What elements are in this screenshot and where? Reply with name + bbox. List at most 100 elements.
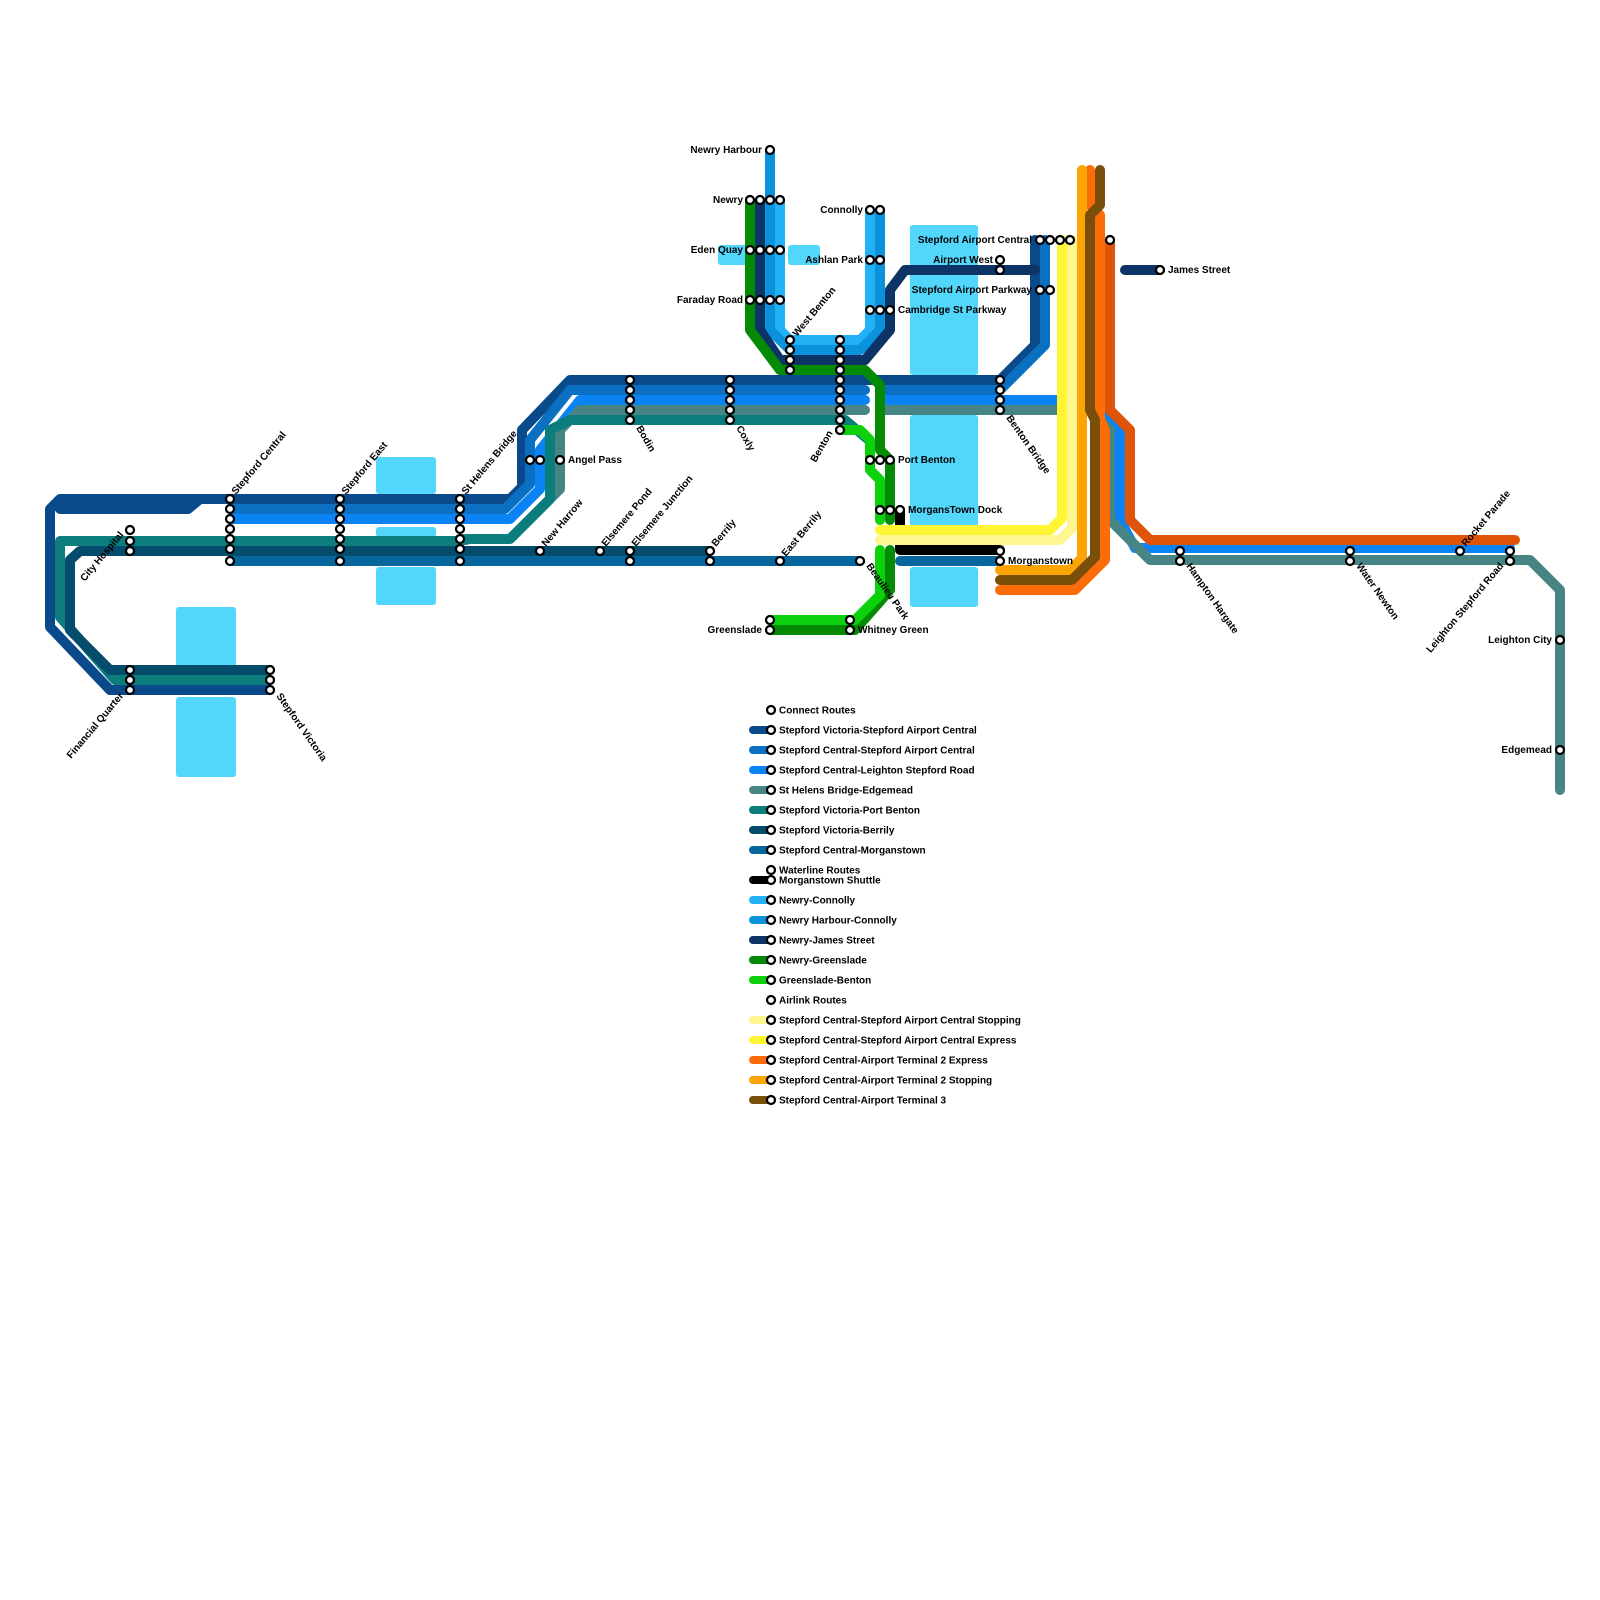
station-marker[interactable] [996,406,1004,414]
station-marker[interactable] [836,416,844,424]
station-marker[interactable] [996,557,1004,565]
station-marker[interactable] [726,416,734,424]
station-marker[interactable] [886,306,894,314]
station-marker[interactable] [786,366,794,374]
station-marker[interactable] [626,406,634,414]
station-marker[interactable] [626,557,634,565]
station-marker[interactable] [836,396,844,404]
station-marker[interactable] [126,676,134,684]
station-marker[interactable] [706,547,714,555]
station-marker[interactable] [226,525,234,533]
station-marker[interactable] [336,505,344,513]
station-marker[interactable] [756,246,764,254]
station-marker[interactable] [766,296,774,304]
station-marker[interactable] [996,266,1004,274]
station-marker[interactable] [126,537,134,545]
station-marker[interactable] [896,506,904,514]
station-marker[interactable] [786,336,794,344]
station-marker[interactable] [626,376,634,384]
station-marker[interactable] [776,196,784,204]
station-marker[interactable] [886,456,894,464]
station-marker[interactable] [336,515,344,523]
station-marker[interactable] [126,547,134,555]
station-marker[interactable] [456,505,464,513]
station-marker[interactable] [1556,746,1564,754]
station-marker[interactable] [856,557,864,565]
station-marker[interactable] [556,456,564,464]
station-marker[interactable] [996,386,1004,394]
station-marker[interactable] [726,376,734,384]
station-marker[interactable] [876,456,884,464]
station-marker[interactable] [866,256,874,264]
station-marker[interactable] [226,515,234,523]
station-marker[interactable] [876,256,884,264]
station-marker[interactable] [706,557,714,565]
station-marker[interactable] [836,406,844,414]
station-marker[interactable] [876,506,884,514]
station-marker[interactable] [786,346,794,354]
station-marker[interactable] [786,356,794,364]
station-marker[interactable] [1046,286,1054,294]
station-marker[interactable] [866,206,874,214]
station-marker[interactable] [1506,557,1514,565]
station-marker[interactable] [226,535,234,543]
station-marker[interactable] [1346,557,1354,565]
station-marker[interactable] [536,456,544,464]
station-marker[interactable] [756,296,764,304]
station-marker[interactable] [776,296,784,304]
station-marker[interactable] [726,386,734,394]
station-marker[interactable] [876,206,884,214]
station-marker[interactable] [1066,236,1074,244]
station-marker[interactable] [336,535,344,543]
station-marker[interactable] [626,386,634,394]
station-marker[interactable] [456,515,464,523]
station-marker[interactable] [626,396,634,404]
station-marker[interactable] [1556,636,1564,644]
station-marker[interactable] [846,626,854,634]
station-marker[interactable] [836,336,844,344]
station-marker[interactable] [746,296,754,304]
station-marker[interactable] [226,505,234,513]
station-marker[interactable] [766,146,774,154]
station-marker[interactable] [596,547,604,555]
station-marker[interactable] [766,196,774,204]
station-marker[interactable] [1046,236,1054,244]
station-marker[interactable] [336,545,344,553]
station-marker[interactable] [836,386,844,394]
station-marker[interactable] [876,306,884,314]
station-marker[interactable] [996,376,1004,384]
station-marker[interactable] [766,616,774,624]
station-marker[interactable] [836,426,844,434]
station-marker[interactable] [996,256,1004,264]
station-marker[interactable] [126,666,134,674]
station-marker[interactable] [766,626,774,634]
station-marker[interactable] [756,196,764,204]
station-marker[interactable] [1106,236,1114,244]
station-marker[interactable] [336,557,344,565]
station-marker[interactable] [626,547,634,555]
station-marker[interactable] [456,545,464,553]
station-marker[interactable] [746,246,754,254]
station-marker[interactable] [226,495,234,503]
station-marker[interactable] [1456,547,1464,555]
station-marker[interactable] [866,306,874,314]
station-marker[interactable] [1036,286,1044,294]
station-marker[interactable] [526,456,534,464]
station-marker[interactable] [726,406,734,414]
station-marker[interactable] [1156,266,1164,274]
station-marker[interactable] [336,495,344,503]
station-marker[interactable] [726,396,734,404]
station-marker[interactable] [456,495,464,503]
station-marker[interactable] [886,506,894,514]
station-marker[interactable] [766,246,774,254]
station-marker[interactable] [1176,547,1184,555]
station-marker[interactable] [226,545,234,553]
station-marker[interactable] [776,557,784,565]
station-marker[interactable] [266,676,274,684]
station-marker[interactable] [1176,557,1184,565]
station-marker[interactable] [1506,547,1514,555]
station-marker[interactable] [126,526,134,534]
station-marker[interactable] [126,686,134,694]
station-marker[interactable] [746,196,754,204]
station-marker[interactable] [266,686,274,694]
